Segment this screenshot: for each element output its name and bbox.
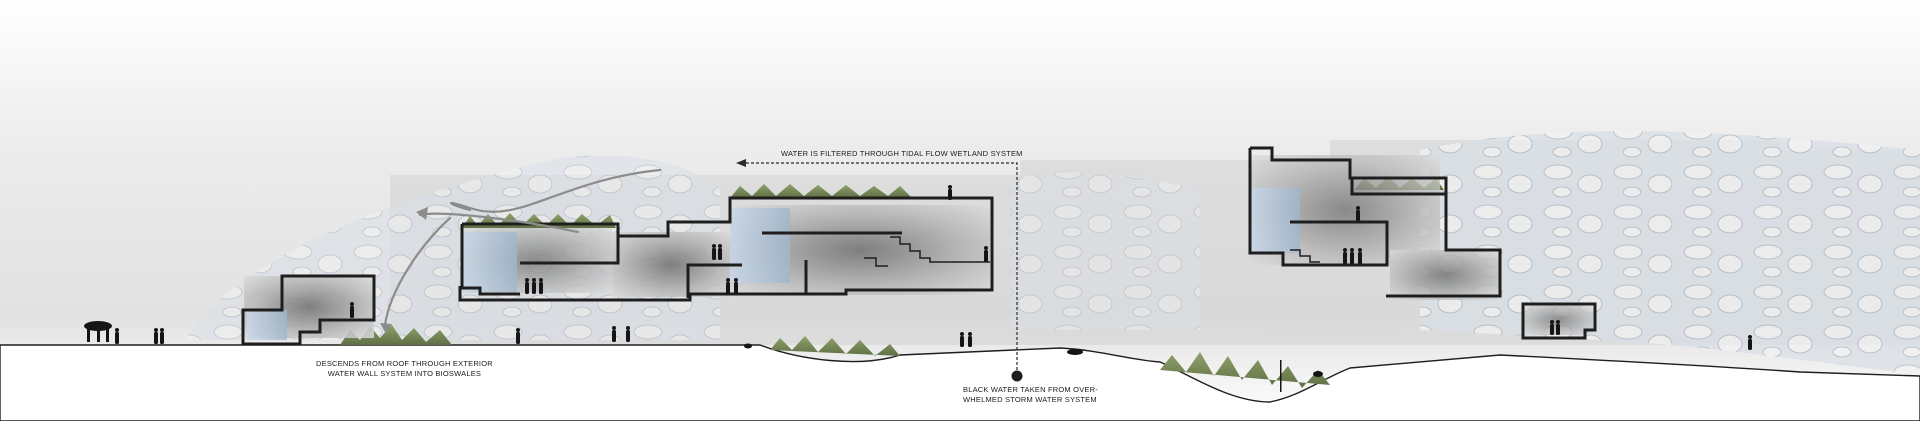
building-section-walls [241,146,1597,346]
ground-surface [0,344,1920,421]
tree-silhouette-icon [84,321,112,342]
annotation-descends-line2: WATER WALL SYSTEM INTO BIOSWALES [327,369,482,378]
annotation-tidal-flow: WATER IS FILTERED THROUGH TIDAL FLOW WET… [781,149,1023,159]
annotation-black-water: BLACK WATER TAKEN FROM OVER- WHELMED STO… [963,385,1098,405]
water-flow-arrows [383,168,662,327]
pipe-endpoint-dot-icon [1011,370,1023,382]
annotation-descends: DESCENDS FROM ROOF THROUGH EXTERIOR WATE… [316,359,493,379]
water-walls [247,188,1300,340]
tidal-flow-arrowhead [736,159,746,167]
people-silhouette-icon [115,185,1752,350]
annotation-tidal-flow-text: WATER IS FILTERED THROUGH TIDAL FLOW WET… [781,149,1023,158]
annotation-descends-line1: DESCENDS FROM ROOF THROUGH EXTERIOR [316,359,493,368]
water-flow-arrowheads [380,207,428,334]
perforated-facade-middle [1010,172,1200,330]
annotation-black-water-line2: WHELMED STORM WATER SYSTEM [963,395,1097,404]
ground-details [744,343,1323,392]
black-water-pipe [741,162,1018,375]
annotation-black-water-line1: BLACK WATER TAKEN FROM OVER- [963,385,1098,394]
